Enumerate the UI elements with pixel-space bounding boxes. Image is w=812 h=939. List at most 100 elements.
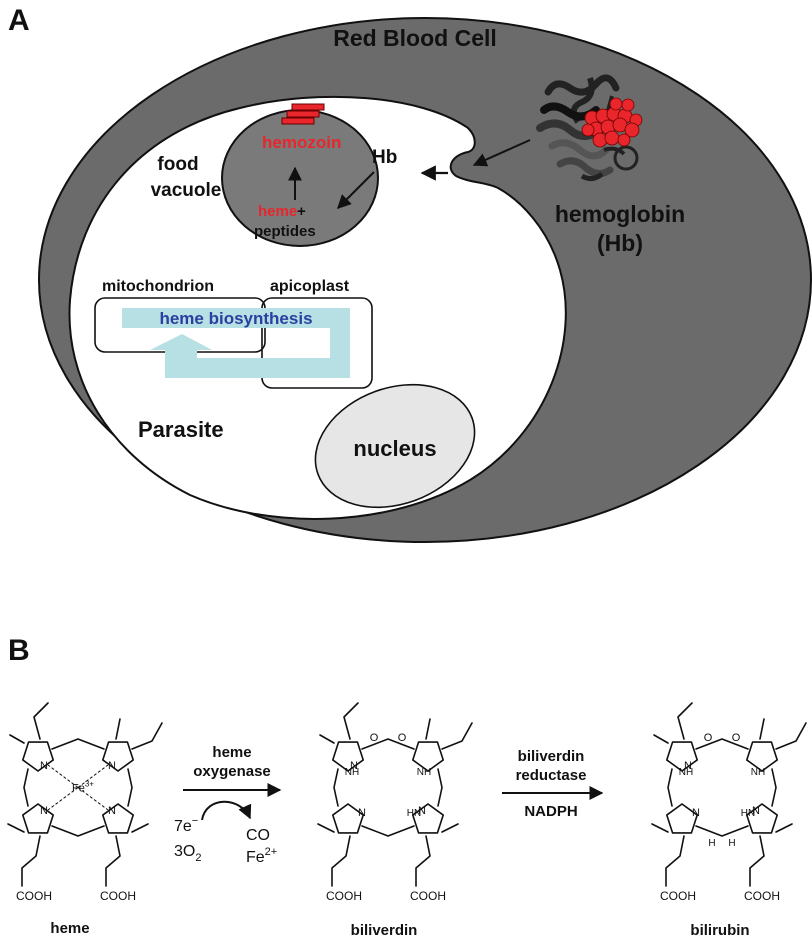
meso-bridge (51, 738, 105, 750)
coordination-bond (77, 764, 109, 788)
hemoglobin-label: hemoglobin (555, 201, 685, 227)
nitrogen-label: N (752, 805, 760, 817)
propionate (21, 835, 41, 887)
bond (7, 823, 25, 833)
pyrrole-ring (665, 741, 699, 772)
cell-title: Red Blood Cell (333, 25, 497, 51)
vinyl (677, 702, 693, 740)
hn-label: HN (407, 808, 421, 819)
vinyl (33, 702, 49, 740)
meso-bridge (127, 768, 133, 807)
pyrrole-ring (745, 741, 779, 772)
heme-biosynthesis-label: heme biosynthesis (159, 309, 312, 328)
parasite-label: Parasite (138, 417, 224, 442)
coordination-bond (47, 764, 79, 788)
heme-label: heme (258, 203, 297, 220)
nucleus-label: nucleus (353, 436, 436, 461)
propionate (415, 835, 431, 887)
nh-label: NH (345, 767, 359, 778)
pyrrole-ring (331, 741, 365, 772)
bond (441, 823, 459, 833)
nh-label: NH (679, 767, 693, 778)
propionate (749, 835, 765, 887)
vinyl (775, 722, 807, 750)
bond (131, 823, 149, 833)
vinyl (441, 722, 473, 750)
hemoglobin-to-vacuole-arrow (472, 139, 531, 167)
step1-enzyme-line2: oxygenase (193, 763, 271, 780)
nitrogen-label: N (418, 805, 426, 817)
nitrogen-label: N (692, 807, 700, 819)
meso-bridge (695, 825, 749, 837)
pyrrole-ring (411, 741, 445, 772)
bond (651, 823, 669, 833)
nitrogen-label: N (358, 807, 366, 819)
meso-bridge (361, 738, 415, 750)
pyrrole-ring (745, 803, 779, 834)
vinyl (343, 702, 359, 740)
step2-enzyme-line2: reductase (516, 767, 587, 784)
heme-biosynthesis-pathway (122, 308, 350, 378)
coordination-bond (77, 787, 109, 811)
step2-cofactor: NADPH (524, 803, 577, 820)
pyrrole-ring (101, 741, 135, 772)
iron-label: Fe3+ (72, 780, 94, 795)
pyrrole-ring (21, 741, 55, 772)
meso-bridge (361, 825, 415, 837)
hydrogen-label: H (728, 838, 735, 849)
nitrogen-label: N (684, 760, 692, 772)
hemozoin-crystals-icon (281, 103, 325, 125)
cooh-label: COOH (660, 889, 696, 903)
meso-bridge (695, 738, 749, 750)
meso-bridge (771, 768, 777, 807)
hydrogen-label: H (708, 838, 715, 849)
pyrrole-ring (101, 803, 135, 834)
step1-output-co: CO (246, 827, 270, 844)
compound-2-name: biliverdin (351, 922, 418, 939)
hb-label: Hb (372, 147, 397, 168)
cooh-label: COOH (100, 889, 136, 903)
meso-bridge (437, 768, 443, 807)
hemoglobin-structure-icon (536, 74, 643, 182)
bond (317, 823, 335, 833)
bond (775, 823, 793, 833)
pyrrole-ring (665, 803, 699, 834)
bond (319, 734, 335, 744)
nitrogen-label: N (40, 805, 48, 817)
step1-input-oxygen: 3O2 (174, 843, 201, 864)
nitrogen-label: N (350, 760, 358, 772)
nitrogen-label: N (108, 805, 116, 817)
step2-enzyme-line1: biliverdin (518, 748, 585, 765)
cooh-label: COOH (410, 889, 446, 903)
step1-enzyme-line1: heme (212, 744, 251, 761)
peptides-label: peptides (254, 223, 316, 240)
meso-bridge (23, 768, 29, 807)
hemoglobin-abbr-label: (Hb) (597, 230, 643, 256)
cooh-label: COOH (744, 889, 780, 903)
bond (115, 718, 121, 740)
mitochondrion-label: mitochondrion (102, 278, 214, 295)
bond (425, 718, 431, 740)
oxygen-label: O (704, 732, 713, 744)
propionate (105, 835, 121, 887)
plus-label: + (297, 203, 306, 220)
meso-bridge (333, 768, 339, 807)
nitrogen-label: N (108, 760, 116, 772)
pyrrole-ring (331, 803, 365, 834)
bond (9, 734, 25, 744)
step1-input-electrons: 7e− (174, 815, 198, 835)
pyrrole-ring (411, 803, 445, 834)
hemozoin-label: hemozoin (262, 133, 341, 152)
hn-label: HN (741, 808, 755, 819)
nh-label: NH (751, 767, 765, 778)
cooh-label: COOH (16, 889, 52, 903)
side-reaction-arrow (201, 800, 252, 821)
propionate (331, 835, 351, 887)
coordination-bond (47, 787, 79, 811)
compound-1-name: heme (50, 920, 89, 937)
cooh-label: COOH (326, 889, 362, 903)
bond (653, 734, 669, 744)
